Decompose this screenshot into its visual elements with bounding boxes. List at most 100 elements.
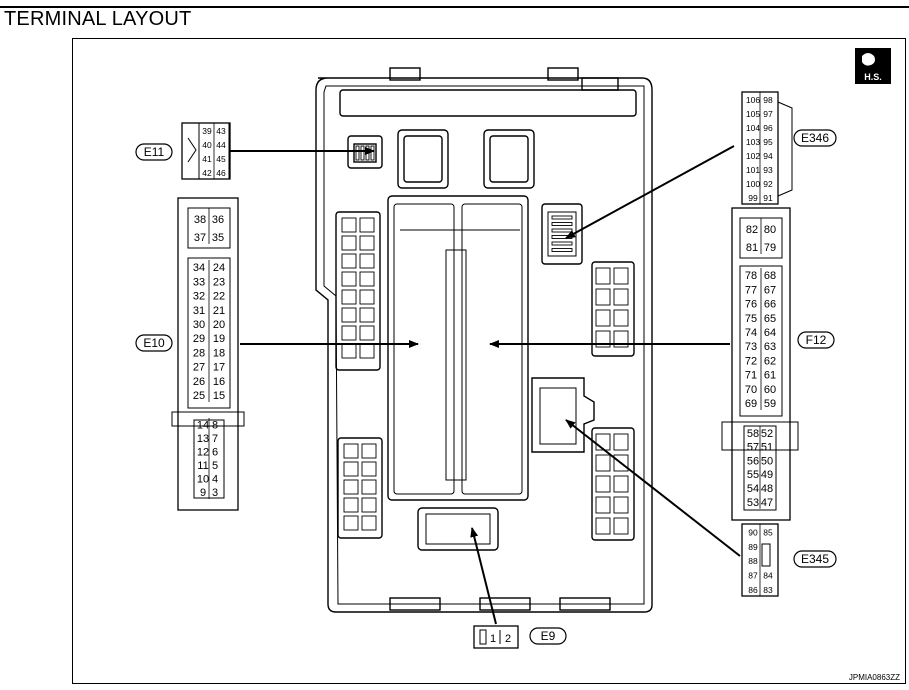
ipdm-unit-body — [315, 67, 653, 613]
arrow-E9 — [470, 527, 497, 625]
f12-pin-48: 48 — [761, 483, 773, 495]
e10-pin-29: 29 — [193, 333, 205, 345]
fuse-slot — [359, 271, 375, 287]
diagram-frame — [72, 38, 906, 684]
f12-pin-55: 55 — [747, 469, 759, 481]
f12-pin-59: 59 — [764, 398, 776, 410]
fuse-slot — [359, 235, 375, 251]
f12-pin-51: 51 — [761, 442, 773, 454]
fuse-slot — [343, 497, 359, 513]
e346-pin-106: 106 — [746, 95, 760, 105]
fuse-slot — [343, 443, 359, 459]
fuse-slot — [359, 325, 375, 341]
label-E346-text: E346 — [801, 131, 829, 145]
e10-pin-23: 23 — [213, 276, 225, 288]
e346-pin-101: 101 — [746, 165, 760, 175]
label-F12: F12 — [797, 331, 835, 349]
f12-pin-75: 75 — [745, 313, 757, 325]
fuse-slot — [613, 288, 629, 306]
fuse-slot — [359, 307, 375, 323]
e10-pin-7: 7 — [212, 433, 218, 445]
f12-pin-67: 67 — [764, 284, 776, 296]
e345-pin-85: 85 — [763, 527, 773, 537]
page-title: TERMINAL LAYOUT — [4, 8, 192, 30]
e11-pin-46: 46 — [216, 168, 226, 178]
fuse-slot — [341, 289, 357, 305]
e346-pin-99: 99 — [748, 193, 758, 203]
connector-E9: 1 2 — [473, 625, 519, 649]
e10-pin-10: 10 — [197, 474, 209, 486]
e10-pin-4: 4 — [212, 474, 218, 486]
f12-pin-74: 74 — [745, 327, 757, 339]
e345-pin-87: 87 — [748, 571, 758, 581]
f12-pin-70: 70 — [745, 384, 757, 396]
e345-pin-84: 84 — [763, 571, 773, 581]
f12-pin-62: 62 — [764, 355, 776, 367]
fuse-slot — [343, 461, 359, 477]
e346-pin-105: 105 — [746, 109, 760, 119]
fuse-slot — [355, 145, 360, 161]
fuse-slot — [341, 253, 357, 269]
f12-pin-72: 72 — [745, 355, 757, 367]
fuse-slot — [613, 496, 629, 514]
e11-pin-44: 44 — [216, 140, 226, 150]
fuse-slot — [595, 267, 611, 285]
e11-pin-41: 41 — [202, 154, 212, 164]
e10-pin-35: 35 — [212, 232, 224, 244]
e10-pin-17: 17 — [213, 362, 225, 374]
fuse-slot — [595, 330, 611, 348]
f12-pin-79: 79 — [764, 242, 776, 254]
fuse-slot — [595, 288, 611, 306]
label-E9-text: E9 — [541, 629, 556, 643]
e11-pin-43: 43 — [216, 126, 226, 136]
f12-pin-71: 71 — [745, 370, 757, 382]
e10-pin-18: 18 — [213, 347, 225, 359]
fuse-slot — [595, 517, 611, 535]
f12-pin-49: 49 — [761, 469, 773, 481]
f12-pin-56: 56 — [747, 455, 759, 467]
fuse-slots — [341, 145, 629, 535]
arrow-E345 — [565, 419, 741, 557]
e10-pin-19: 19 — [213, 333, 225, 345]
label-E345: E345 — [793, 550, 837, 568]
fuse-slot — [359, 343, 375, 359]
f12-pin-58: 58 — [747, 428, 759, 440]
e10-pin-9: 9 — [200, 487, 206, 499]
e9-pin-2: 2 — [505, 633, 511, 645]
e345-pin-83: 83 — [763, 585, 773, 595]
e10-pin-28: 28 — [193, 347, 205, 359]
fuse-slot — [341, 271, 357, 287]
fuse-slot — [551, 228, 573, 233]
e346-pin-95: 95 — [763, 137, 773, 147]
e11-pin-45: 45 — [216, 154, 226, 164]
e10-pin-33: 33 — [193, 276, 205, 288]
title-rule — [0, 6, 909, 8]
fuse-slot — [343, 479, 359, 495]
e346-pin-97: 97 — [763, 109, 773, 119]
e346-pin-92: 92 — [763, 179, 773, 189]
fuse-slot — [551, 241, 573, 246]
e10-pin-26: 26 — [193, 376, 205, 388]
e10-pin-32: 32 — [193, 291, 205, 303]
fuse-slot — [613, 454, 629, 472]
e10-pin-3: 3 — [212, 487, 218, 499]
fuse-slot — [361, 497, 377, 513]
label-E9: E9 — [529, 627, 567, 645]
e346-pin-93: 93 — [763, 165, 773, 175]
label-E10: E10 — [135, 334, 173, 352]
fuse-slot — [613, 330, 629, 348]
f12-pin-77: 77 — [745, 284, 757, 296]
fuse-slot — [341, 307, 357, 323]
e346-pin-98: 98 — [763, 95, 773, 105]
f12-pin-63: 63 — [764, 341, 776, 353]
e346-pin-102: 102 — [746, 151, 760, 161]
label-E11: E11 — [135, 143, 173, 161]
fuse-slot — [613, 309, 629, 327]
diagram-code: JPMIA0863ZZ — [849, 673, 900, 682]
fuse-slot — [361, 479, 377, 495]
e345-pin-90: 90 — [748, 527, 758, 537]
